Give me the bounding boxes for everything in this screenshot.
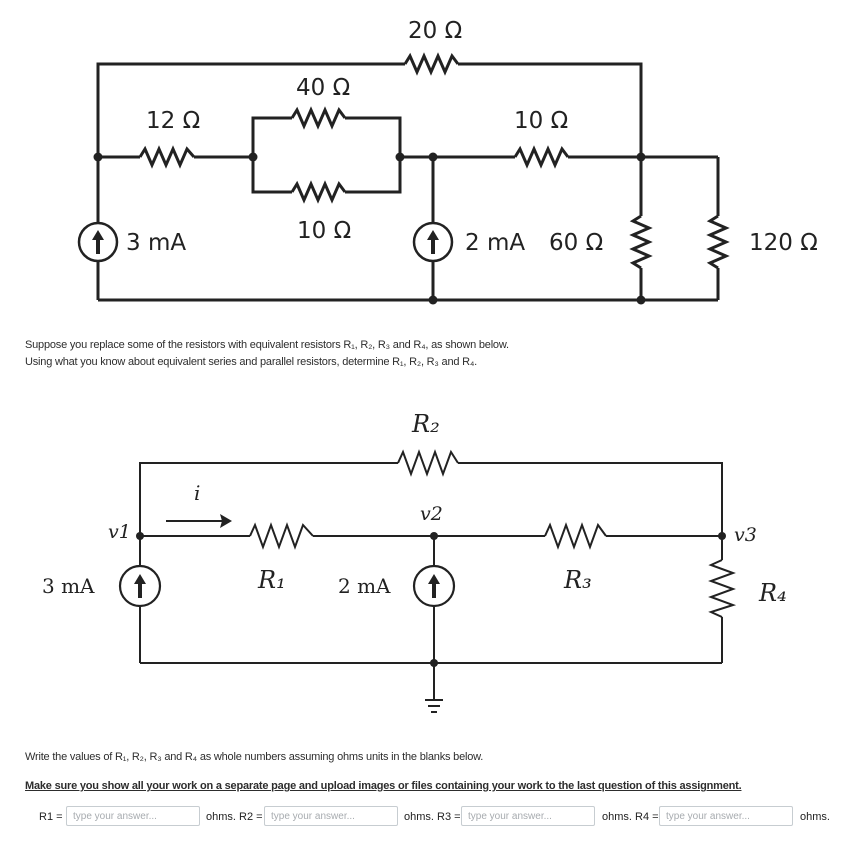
node-dot (248, 152, 258, 162)
arrow-up-icon (92, 230, 104, 254)
node-dot (636, 295, 646, 305)
current-source-2ma (412, 564, 456, 608)
resistor-r4 (708, 559, 737, 618)
arrow-up-icon (134, 574, 146, 598)
current-source-3ma (77, 221, 119, 263)
node-v3 (718, 532, 726, 540)
label-r4: R₄ (758, 579, 787, 607)
label-10-ohm-lower: 10 Ω (297, 218, 351, 244)
current-source-2ma (412, 221, 454, 263)
r1-label: R1 = (39, 811, 63, 823)
answer-row: R1 = ohms. R2 = ohms. R3 = ohms. R4 = oh… (0, 806, 849, 830)
current-source-3ma (118, 564, 162, 608)
r4-label: ohms. R4 = (602, 811, 659, 823)
resistor-12 (138, 145, 196, 169)
label-10-ohm-right: 10 Ω (514, 108, 568, 134)
node-dot (636, 152, 646, 162)
label-v3: v3 (734, 524, 757, 546)
resistor-10-lower (290, 180, 347, 204)
resistor-20 (403, 52, 460, 76)
arrow-up-icon (427, 230, 439, 254)
node-dot (428, 295, 438, 305)
ground-icon (425, 699, 443, 713)
resistor-r1 (249, 522, 314, 550)
label-3ma: 3 mA (42, 574, 95, 598)
label-2ma: 2 mA (465, 230, 525, 256)
label-120-ohm: 120 Ω (749, 230, 818, 256)
label-v1: v1 (108, 521, 131, 543)
node-v2 (430, 532, 438, 540)
wire-top (139, 462, 398, 536)
label-r3: R₃ (563, 566, 592, 594)
resistor-r3 (544, 522, 607, 550)
wire-top-right (458, 62, 643, 157)
r2-input[interactable] (264, 806, 398, 826)
label-20-ohm: 20 Ω (408, 18, 462, 44)
resistor-60 (629, 214, 653, 270)
end-label: ohms. (800, 811, 830, 823)
question-line-2: Using what you know about equivalent ser… (25, 356, 478, 368)
r2-label: ohms. R2 = (206, 811, 263, 823)
label-60-ohm: 60 Ω (549, 230, 603, 256)
label-v2: v2 (420, 503, 443, 525)
resistor-10-right (513, 145, 570, 169)
instruction-write: Write the values of R₁, R₂, R₃ and R₄ as… (25, 751, 484, 763)
resistor-40 (290, 106, 347, 130)
node-v1 (136, 532, 144, 540)
node-dot (93, 152, 103, 162)
label-r2: R₂ (411, 410, 440, 438)
node-dot (428, 152, 438, 162)
resistor-r2 (397, 449, 459, 477)
label-2ma: 2 mA (338, 574, 391, 598)
label-3ma: 3 mA (126, 230, 186, 256)
label-i: i (194, 481, 200, 505)
circuit-diagram-1: 20 Ω 40 Ω 12 Ω 10 Ω 10 Ω 3 mA 2 mA 60 Ω … (77, 18, 818, 305)
r3-input[interactable] (461, 806, 595, 826)
question-line-1: Suppose you replace some of the resistor… (25, 339, 509, 351)
r3-label: ohms. R3 = (404, 811, 461, 823)
node-dot (395, 152, 405, 162)
instruction-upload: Make sure you show all your work on a se… (25, 780, 742, 792)
node-dot (430, 659, 438, 667)
label-40-ohm: 40 Ω (296, 75, 350, 101)
arrow-right-icon (220, 514, 232, 528)
r1-input[interactable] (66, 806, 200, 826)
label-r1: R₁ (257, 566, 286, 594)
r4-input[interactable] (659, 806, 793, 826)
circuit-diagram-2: R₂ i v1 v2 v3 R₁ R₃ R₄ 3 mA 2 mA (42, 410, 787, 713)
arrow-up-icon (428, 574, 440, 598)
label-12-ohm: 12 Ω (146, 108, 200, 134)
resistor-120 (706, 214, 730, 270)
wire-top-left (96, 62, 405, 157)
